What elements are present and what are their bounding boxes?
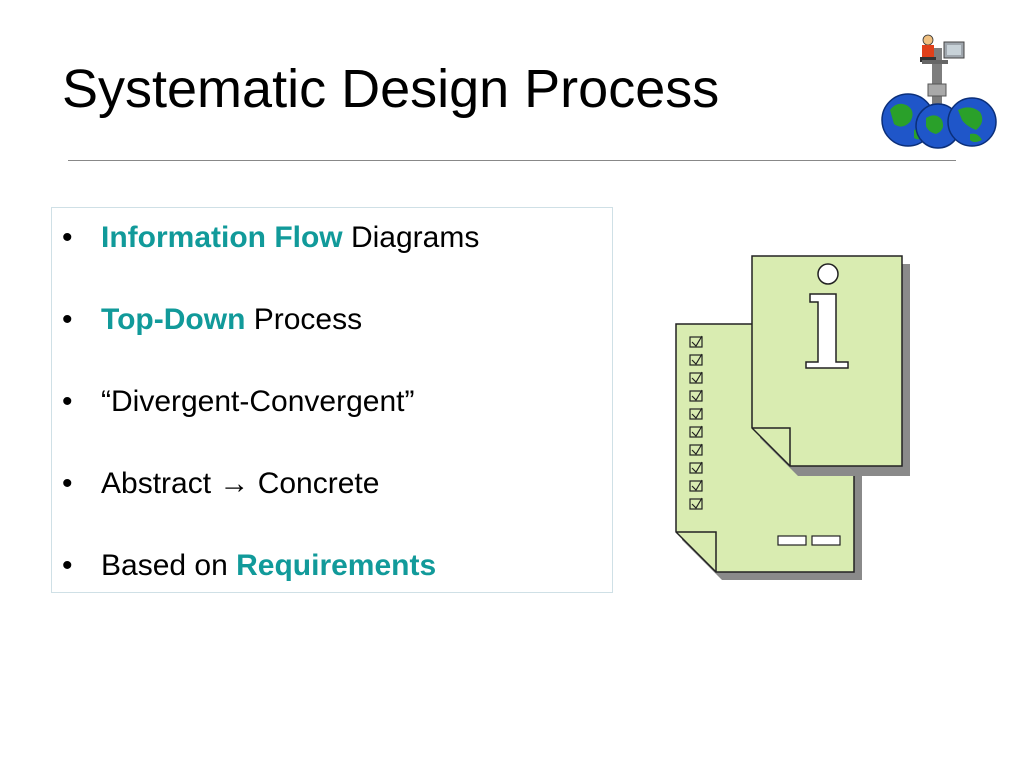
bullet-highlight: Requirements bbox=[236, 549, 437, 582]
bullet-item-abstract-concrete: • Abstract → Concrete bbox=[52, 466, 612, 548]
bullet-text: Information Flow Diagrams bbox=[101, 220, 479, 256]
bullet-dot: • bbox=[62, 385, 73, 418]
bullet-dot: • bbox=[62, 467, 73, 500]
form-fields bbox=[777, 535, 841, 546]
globe-logo-icon bbox=[881, 34, 997, 149]
bullet-item-requirements: • Based on Requirements bbox=[52, 548, 612, 630]
bullet-list: • Information Flow Diagrams • Top-Down P… bbox=[52, 220, 612, 630]
bullet-text: “Divergent-Convergent” bbox=[101, 385, 415, 418]
bullet-item-information-flow: • Information Flow Diagrams bbox=[52, 220, 612, 302]
bullet-rest: Diagrams bbox=[342, 221, 480, 254]
bullet-prefix: Based on bbox=[101, 549, 237, 582]
checkbox-column bbox=[689, 335, 703, 510]
info-glyph-icon bbox=[805, 263, 849, 369]
bullet-text: Based on Requirements bbox=[101, 548, 436, 584]
bullet-dot: • bbox=[62, 303, 73, 336]
slide-title: Systematic Design Process bbox=[62, 59, 720, 119]
bullet-box: • Information Flow Diagrams • Top-Down P… bbox=[51, 207, 613, 593]
bullet-item-divergent-convergent: • “Divergent-Convergent” bbox=[52, 384, 612, 466]
bullet-dot: • bbox=[62, 549, 73, 582]
bullet-rest: Process bbox=[245, 303, 363, 336]
bullet-item-top-down: • Top-Down Process bbox=[52, 302, 612, 384]
documents-illustration-icon bbox=[675, 255, 910, 580]
bullet-highlight: Top-Down bbox=[101, 303, 246, 336]
bullet-text: Abstract → Concrete bbox=[101, 467, 380, 500]
bullet-text: Top-Down Process bbox=[101, 302, 362, 338]
title-divider bbox=[68, 160, 956, 161]
bullet-highlight: Information Flow bbox=[101, 221, 343, 254]
bullet-dot: • bbox=[62, 221, 73, 254]
